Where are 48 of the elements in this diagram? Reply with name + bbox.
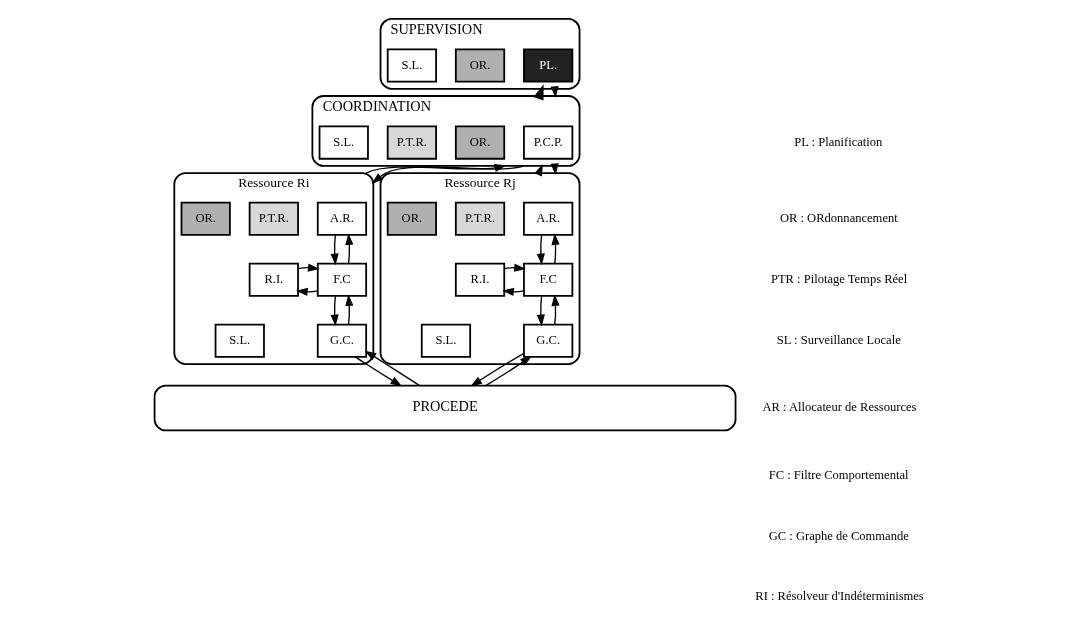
arrow	[345, 233, 354, 264]
node-box: PL.	[523, 48, 574, 83]
arrow	[371, 165, 525, 184]
arrow	[536, 234, 545, 266]
node-box: OR.	[454, 48, 506, 83]
node-box: A.R.	[316, 201, 368, 236]
node-box: OR.	[386, 201, 437, 236]
arrow	[536, 295, 545, 327]
node-box: S.L.	[386, 48, 437, 83]
node-box: S.L.	[318, 125, 369, 160]
node-box: F.C	[316, 262, 368, 297]
node-box: G.C.	[316, 323, 368, 358]
node-box: R.I.	[248, 262, 299, 297]
arrow	[364, 350, 420, 387]
label: RI : Résolveur d'Indéterminismes	[755, 589, 924, 604]
arrow	[296, 287, 319, 296]
node-box: P.C.P.	[523, 125, 574, 160]
node-box: S.L.	[420, 323, 472, 358]
node-box: OR.	[454, 125, 506, 160]
node-box: PROCEDE	[153, 384, 737, 432]
arrow	[365, 164, 507, 174]
node-box: F.C	[523, 262, 574, 297]
node-box: P.T.R.	[454, 201, 506, 236]
arrow	[485, 355, 533, 387]
node-box: P.T.R.	[248, 201, 299, 236]
arrow	[354, 356, 403, 387]
label: OR : ORdonnancement	[779, 211, 898, 226]
label: SL : Surveillance Locale	[776, 333, 901, 348]
node-box: A.R.	[523, 201, 574, 236]
arrow	[551, 294, 560, 325]
arrow	[330, 295, 339, 327]
node-box: R.I.	[454, 262, 506, 297]
node-box: P.T.R.	[386, 125, 437, 160]
label: FC : Filtre Comportemental	[768, 467, 909, 482]
label: PTR : Pilotage Temps Réel	[770, 272, 908, 287]
label: PL : Planification	[794, 134, 883, 149]
label: GC : Graphe de Commande	[768, 528, 909, 543]
arrow	[502, 287, 525, 296]
node-box: G.C.	[523, 323, 574, 358]
node-box: OR.	[180, 201, 231, 236]
label: AR : Allocateur de Ressources	[762, 400, 917, 415]
arrow	[297, 263, 320, 272]
arrow	[551, 233, 560, 264]
arrow	[503, 263, 526, 272]
node-box: S.L.	[214, 323, 265, 358]
arrow	[470, 352, 525, 387]
arrow	[330, 234, 339, 266]
arrow	[345, 294, 354, 325]
